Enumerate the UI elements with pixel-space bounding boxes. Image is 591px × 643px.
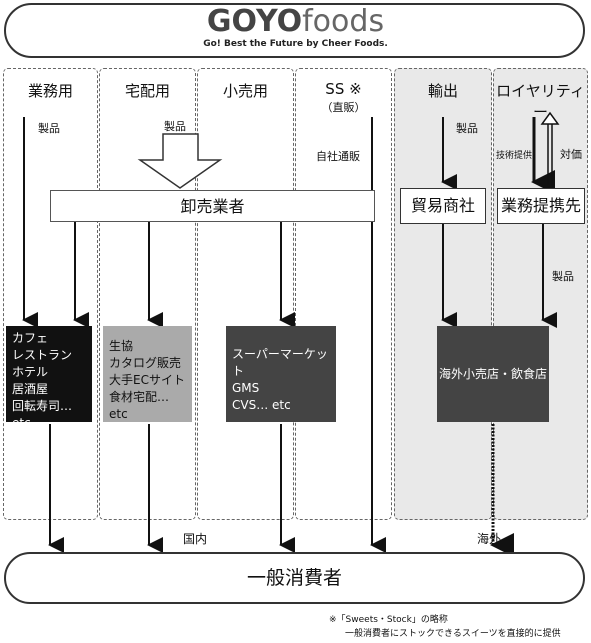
hollow-arrow-takuhai: [137, 133, 223, 189]
label-product-takuhai: 製品: [164, 120, 186, 133]
label-payment: 対価: [560, 148, 582, 161]
column-label-export: 輸出: [427, 82, 458, 100]
column-label-gyomu: 業務用: [27, 82, 73, 100]
channel-foodservice: カフェ レストラン ホテル 居酒屋 回転寿司… etc: [6, 326, 92, 430]
region-overseas: 海外: [477, 532, 502, 546]
channel-retail: スーパーマーケット GMS CVS… etc: [226, 326, 336, 422]
column-sublabel-ss: （直販）: [321, 101, 366, 114]
footnote-line2: 一般消費者にストックできるスイーツを直接的に提供: [345, 629, 561, 639]
column-label-takuhai: 宅配用: [124, 82, 170, 100]
column-kouri: [197, 68, 294, 520]
consumer-box: 一般消費者: [4, 552, 585, 604]
header-banner: [4, 3, 585, 58]
column-royalty: [493, 68, 588, 520]
trading-company-box: 貿易商社: [400, 188, 486, 224]
company-logo: GOYOfoods: [206, 4, 385, 39]
wholesaler-box: 卸売業者: [50, 190, 375, 222]
tagline: Go! Best the Future by Cheer Foods.: [203, 39, 388, 49]
column-takuhai: [99, 68, 196, 520]
footnote-line1: ※「Sweets・Stock」の略称: [329, 615, 448, 625]
column-label-royalty: ロイヤリティー: [496, 82, 585, 121]
label-direct-sales: 自社通販: [316, 150, 360, 163]
label-product-export: 製品: [456, 122, 478, 135]
label-product-royalty: 製品: [552, 270, 574, 283]
label-product-gyomu: 製品: [38, 122, 60, 135]
column-label-ss: SS ※: [325, 80, 362, 98]
partner-box: 業務提携先: [497, 188, 585, 224]
region-domestic: 国内: [183, 532, 208, 546]
arrow-payment-head: [540, 111, 560, 125]
column-ss: [295, 68, 392, 520]
column-label-kouri: 小売用: [222, 82, 268, 100]
label-tech: 技術提供: [496, 151, 533, 161]
channel-delivery: 生協 カタログ販売 大手ECサイト 食材宅配… etc: [103, 326, 192, 422]
channel-overseas: 海外小売店・飲食店: [437, 326, 549, 422]
